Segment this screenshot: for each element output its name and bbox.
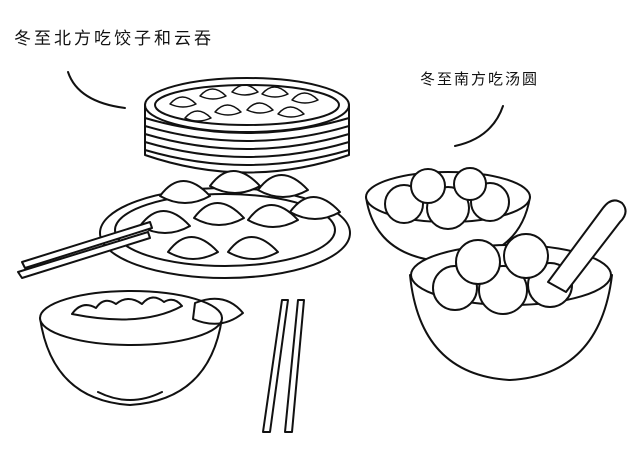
pointer-line-north bbox=[67, 71, 126, 109]
steamer-basket bbox=[144, 77, 350, 174]
tangyuan-bowl-front bbox=[409, 199, 627, 381]
wonton-bowl bbox=[39, 290, 244, 406]
caption-south-tangyuan: 冬至南方吃汤圆 bbox=[420, 70, 540, 88]
pointer-line-south bbox=[454, 105, 504, 147]
caption-north-dumplings: 冬至北方吃饺子和云吞 bbox=[14, 29, 214, 49]
chopsticks-plate bbox=[17, 221, 153, 279]
steamer-dumplings bbox=[169, 84, 319, 122]
dumpling-plate bbox=[99, 170, 351, 279]
chopsticks-loose bbox=[262, 299, 305, 433]
spoon bbox=[547, 199, 627, 293]
plate-dumplings bbox=[139, 170, 341, 260]
